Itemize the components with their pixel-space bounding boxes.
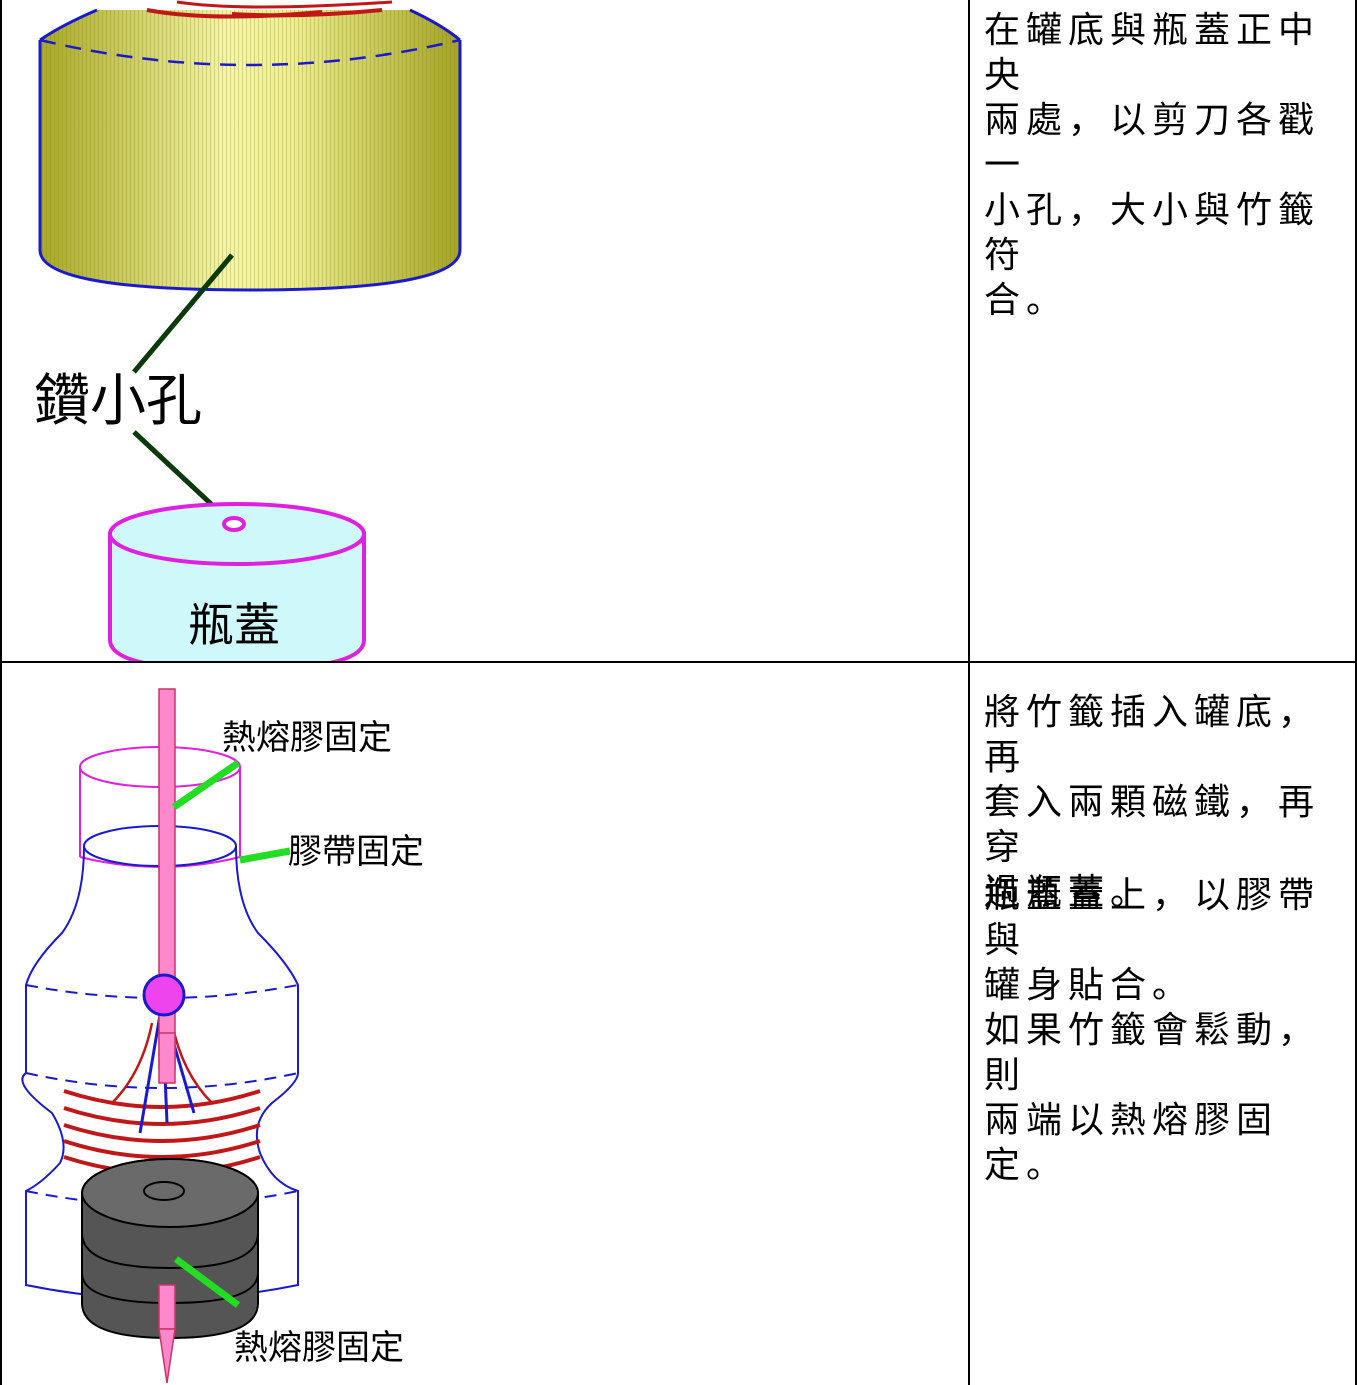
table-row-divider <box>0 661 1357 663</box>
row1-figure: 鑽小孔 瓶蓋 <box>34 0 462 661</box>
floating-ball-icon <box>142 973 186 1017</box>
leader-line-bottom <box>132 430 226 518</box>
bottom-glue-label: 熱熔膠固定 <box>234 1328 404 1368</box>
leader-line-top <box>132 253 234 374</box>
table-left-border <box>0 0 2 1385</box>
tape-label: 膠帶固定 <box>288 832 424 872</box>
table-right-border <box>1355 0 1357 1385</box>
drill-hole-label: 鑽小孔 <box>34 369 202 434</box>
callout-line-tape <box>239 847 291 864</box>
row2-figure: 熱熔膠固定 膠帶固定 熱熔膠固定 <box>21 688 424 1384</box>
top-glue-label: 熱熔膠固定 <box>222 718 392 758</box>
row2-caption-assembly: 將竹籤插入罐底，再 套入兩顆磁鐵，再穿 過瓶蓋。 <box>984 692 1321 913</box>
bottle-cap-label: 瓶蓋 <box>188 598 280 652</box>
drilled-hole-icon <box>222 516 246 532</box>
bottle-cap-illustration <box>108 502 366 661</box>
row1-caption: 在罐底與瓶蓋正中央 兩處，以剪刀各戳一 小孔，大小與竹籤符 合。 <box>984 10 1321 321</box>
callout-line-bottom-glue <box>173 1256 241 1308</box>
row2-caption-fixing: 瓶蓋蓋上，以膠帶與 罐身貼合。 如果竹籤會鬆動，則 兩端以熱熔膠固定。 <box>984 875 1321 1186</box>
table-column-divider <box>968 0 970 1385</box>
can-bottom-illustration <box>38 0 462 292</box>
callout-line-top-glue <box>172 760 240 810</box>
